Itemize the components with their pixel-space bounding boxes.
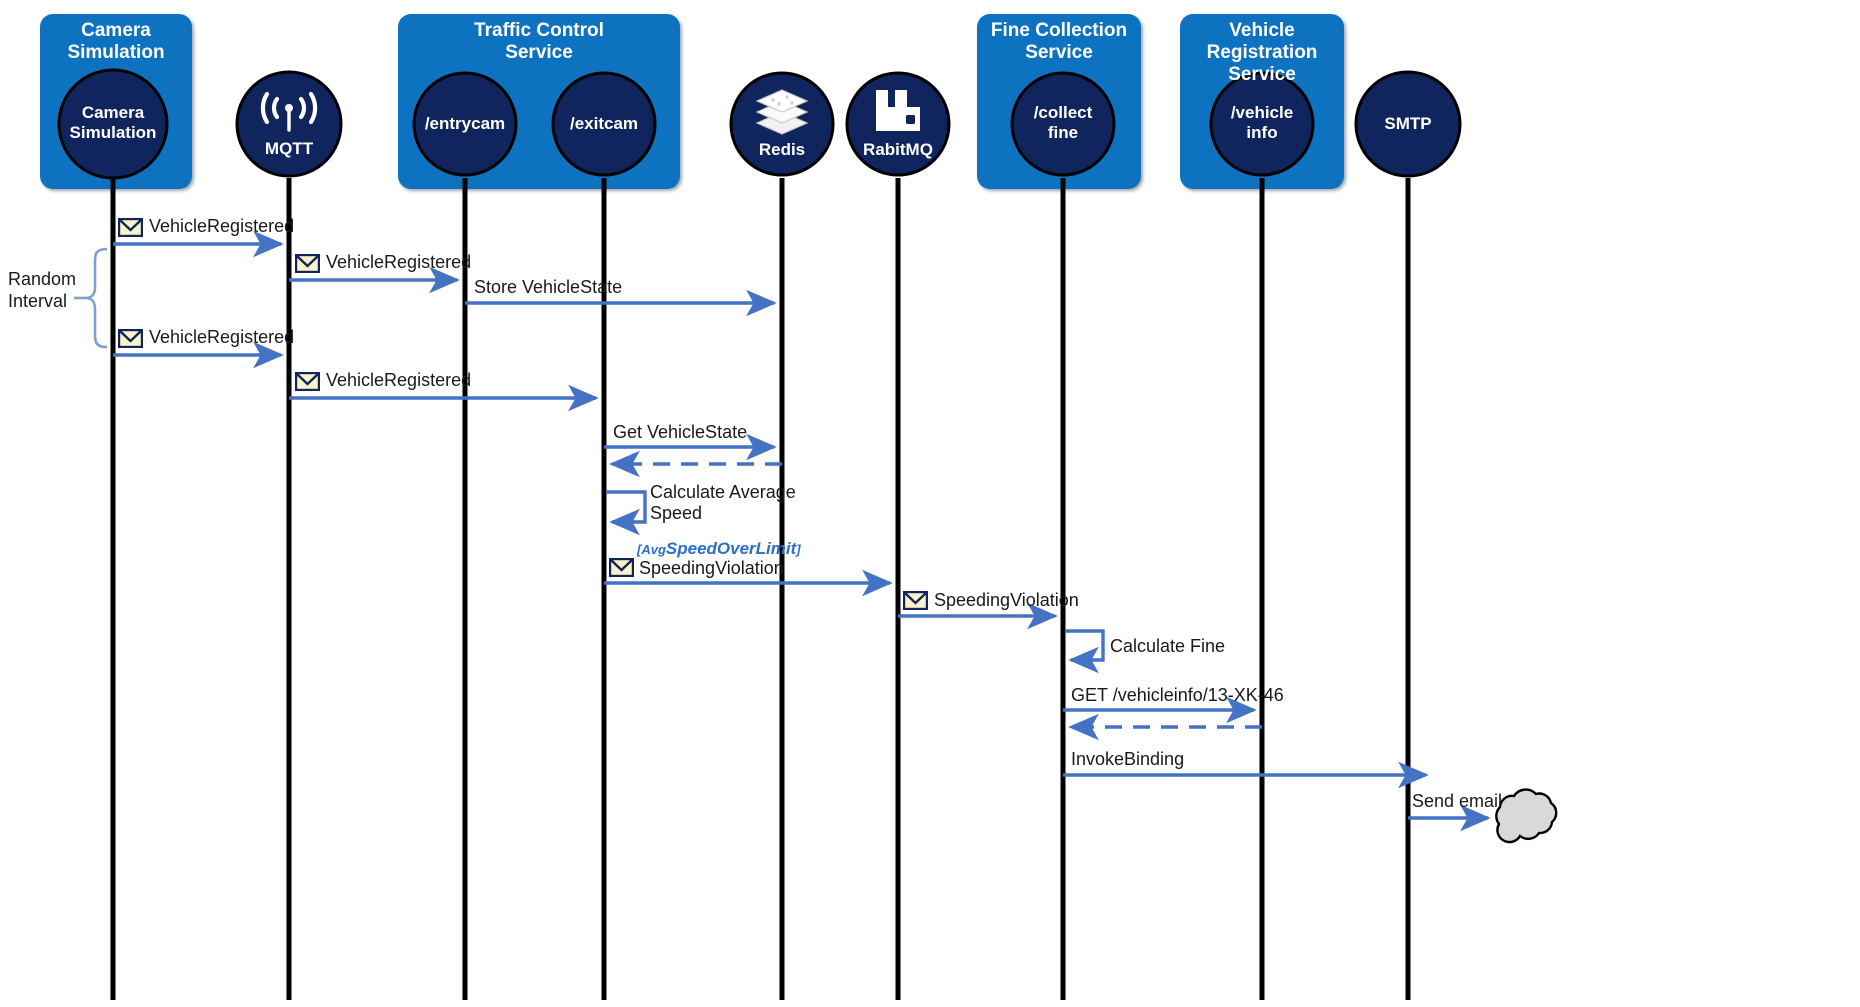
rabbitmq-icon <box>876 90 920 131</box>
guard-condition-m9: [AvgSpeedOverLimit] <box>637 539 801 558</box>
message-label-m10: SpeedingViolation <box>934 590 1079 610</box>
envelope-icon <box>295 254 320 273</box>
participant-entrycam[interactable] <box>412 71 518 177</box>
annotation-random-interval: Random Interval <box>8 269 77 311</box>
participant-exitcam[interactable] <box>551 71 657 177</box>
message-arrows <box>113 230 1491 832</box>
envelope-icon <box>609 558 634 577</box>
http-verb: GET <box>1071 685 1108 705</box>
participant-collect-fine[interactable] <box>1010 71 1116 177</box>
internet-cloud-icon <box>1495 788 1558 844</box>
message-label-m2: VehicleRegistered <box>326 252 472 272</box>
message-label-m14: InvokeBinding <box>1071 749 1185 769</box>
participant-vehicle-info[interactable] <box>1209 71 1315 177</box>
random-interval-brace <box>74 247 108 349</box>
message-label-m4: VehicleRegistered <box>149 327 295 347</box>
message-label-m3: Store VehicleState <box>474 277 623 297</box>
envelope-icon <box>903 591 928 610</box>
message-label-m8: Calculate Average Speed <box>650 482 796 523</box>
lifelines <box>110 178 1411 1000</box>
http-path: /vehicleinfo/13-XK-46 <box>1107 685 1284 705</box>
message-label-m5: VehicleRegistered <box>326 370 472 390</box>
message-label-m11: Calculate Fine <box>1110 636 1226 656</box>
message-label-m15: Send email <box>1412 791 1503 811</box>
participant-smtp[interactable] <box>1354 70 1462 178</box>
message-label-m1: VehicleRegistered <box>149 216 295 236</box>
antenna-icon <box>260 91 318 132</box>
envelope-icon <box>295 372 320 391</box>
participant-camera-simulation[interactable] <box>57 68 169 180</box>
participant-circles <box>57 68 1462 180</box>
message-label-m9: SpeedingViolation <box>639 558 784 578</box>
envelope-icon <box>118 329 143 348</box>
arrow-m11-self <box>1065 629 1105 674</box>
message-label-m6: Get VehicleState <box>613 422 748 442</box>
message-label-m12: GET /vehicleinfo/13-XK-46 <box>1071 685 1284 706</box>
envelope-icon <box>118 218 143 237</box>
arrow-m8-self <box>606 490 647 536</box>
redis-stack-icon <box>755 89 809 135</box>
group-boxes <box>40 14 1344 189</box>
